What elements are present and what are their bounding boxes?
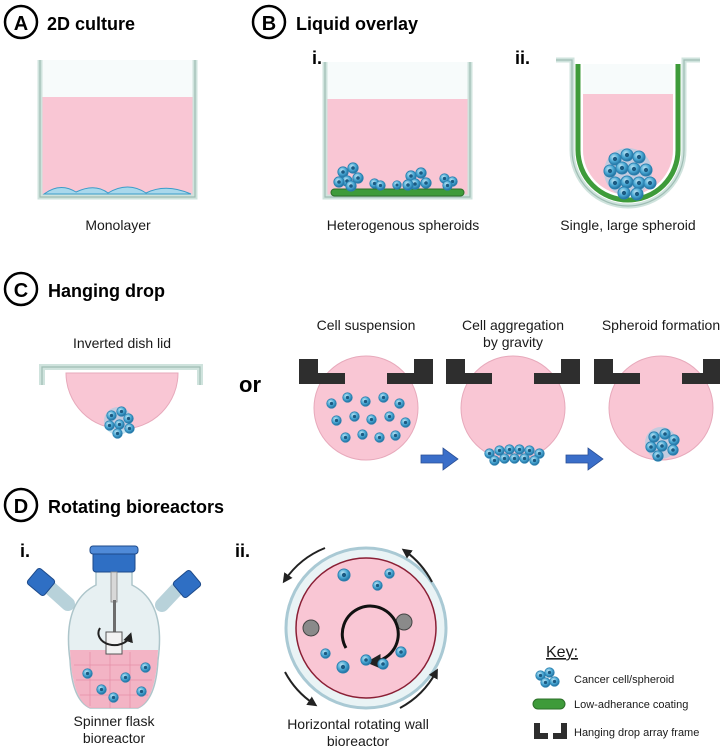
step2-label-line1: Cell aggregation bbox=[462, 317, 564, 333]
key-title: Key: bbox=[546, 644, 578, 661]
flask-medium bbox=[70, 650, 158, 708]
panel-c: C Hanging drop Inverted dish lid or Cell… bbox=[3, 271, 720, 471]
stirrer-shaft bbox=[113, 600, 116, 636]
array-frame-right bbox=[682, 359, 720, 384]
step1-label: Cell suspension bbox=[317, 317, 416, 333]
spinner-flask bbox=[26, 545, 202, 709]
panel-b-badge bbox=[251, 4, 287, 40]
key-label: Cancer cell/spheroid bbox=[574, 674, 674, 686]
large-spheroid bbox=[603, 148, 657, 201]
panel-a: A 2D culture Monolayer bbox=[3, 4, 198, 233]
flask-side-arm-right bbox=[155, 581, 185, 612]
flask-side-arm-left bbox=[41, 579, 75, 611]
well-wall-edge bbox=[556, 59, 700, 207]
panel-a-badge bbox=[3, 4, 39, 40]
key-item-frame: Hanging drop array frame bbox=[534, 723, 699, 739]
array-frame-left bbox=[446, 359, 492, 384]
well-wall-edge bbox=[39, 60, 196, 198]
flask-cap-top bbox=[89, 545, 139, 555]
panel-c-letter: C bbox=[14, 280, 28, 302]
coating-icon bbox=[532, 698, 566, 710]
panel-d-badge bbox=[3, 487, 39, 523]
formed-spheroid bbox=[645, 427, 680, 462]
low-adherence-coating bbox=[575, 64, 681, 203]
rotation-arrow-outer-3 bbox=[284, 671, 318, 707]
port-left bbox=[302, 619, 320, 637]
spinner-label-line2: bioreactor bbox=[83, 730, 146, 746]
u-bottom-well bbox=[556, 57, 700, 209]
rotation-arrow-outer-2 bbox=[401, 548, 433, 583]
rwv-label-line1: Horizontal rotating wall bbox=[287, 716, 429, 732]
rwv-label-line2: bioreactor bbox=[327, 733, 390, 749]
array-frame-right bbox=[387, 359, 433, 384]
rotation-arrow-outer-4 bbox=[399, 668, 438, 709]
inverted-dish-lid bbox=[39, 364, 203, 439]
rotation-arrow-icon bbox=[340, 604, 400, 669]
heterogenous-label: Heterogenous spheroids bbox=[327, 217, 480, 233]
drop bbox=[460, 355, 566, 461]
step2-label-line2: by gravity bbox=[483, 334, 543, 350]
panel-d-title: Rotating bioreactors bbox=[48, 497, 224, 517]
panel-a-letter: A bbox=[14, 13, 28, 35]
key-item-cancer-cell: Cancer cell/spheroid bbox=[535, 667, 674, 688]
panel-d: D Rotating bioreactors i. bbox=[3, 487, 448, 749]
array-frame-left bbox=[299, 359, 345, 384]
panel-c-badge bbox=[3, 271, 39, 307]
key-item-coating: Low-adherance coating bbox=[532, 698, 688, 711]
stirrer-housing bbox=[110, 571, 118, 603]
or-text: or bbox=[239, 372, 261, 397]
lid-edge bbox=[41, 366, 201, 385]
hanging-drop-step2 bbox=[446, 355, 580, 466]
panel-b-letter: B bbox=[262, 13, 276, 35]
culture-well bbox=[37, 60, 198, 200]
panel-b-sub-i: i. bbox=[312, 48, 322, 68]
culture-chamber bbox=[295, 557, 437, 699]
panel-c-title: Hanging drop bbox=[48, 281, 165, 301]
array-frame-icon bbox=[534, 723, 567, 739]
rotating-wall-bioreactor bbox=[282, 546, 448, 710]
step3-label: Spheroid formation bbox=[602, 317, 720, 333]
liquid-overlay-well bbox=[322, 62, 473, 200]
side-cap-left bbox=[26, 567, 56, 597]
panel-a-title: 2D culture bbox=[47, 14, 135, 34]
single-cell bbox=[392, 180, 402, 190]
key-label: Low-adherance coating bbox=[574, 699, 688, 711]
hanging-drop-step3 bbox=[594, 355, 720, 462]
stirrer-paddle bbox=[105, 631, 123, 655]
panel-b-sub-ii: ii. bbox=[515, 48, 530, 68]
cancer-cell-icon bbox=[535, 667, 560, 688]
well-medium bbox=[40, 97, 195, 197]
single-spheroid-label: Single, large spheroid bbox=[560, 217, 695, 233]
panel-d-sub-ii: ii. bbox=[235, 541, 250, 561]
monolayer-label: Monolayer bbox=[85, 217, 151, 233]
hanging-drop-step1 bbox=[299, 355, 433, 461]
array-frame-left bbox=[594, 359, 640, 384]
panel-b: B Liquid overlay i. bbox=[251, 4, 700, 233]
arrow-step2-to-step3 bbox=[565, 447, 604, 471]
dish-lid-label: Inverted dish lid bbox=[73, 335, 171, 351]
array-frame-right bbox=[534, 359, 580, 384]
drop-spheroid bbox=[104, 406, 135, 439]
panel-d-sub-i: i. bbox=[20, 541, 30, 561]
panel-b-title: Liquid overlay bbox=[296, 14, 418, 34]
rotation-arrow-icon bbox=[97, 627, 133, 647]
well-wall-edge bbox=[324, 62, 471, 198]
monolayer-cells bbox=[42, 186, 192, 195]
key-label: Hanging drop array frame bbox=[574, 727, 699, 739]
side-cap-right bbox=[172, 569, 202, 599]
rotation-arrow-outer-1 bbox=[282, 547, 326, 584]
spinner-label-line1: Spinner flask bbox=[74, 713, 156, 729]
arrow-step1-to-step2 bbox=[420, 447, 459, 471]
panel-d-letter: D bbox=[14, 496, 28, 518]
key: Key: Cancer cell/spheroid Low-adherance … bbox=[532, 644, 699, 739]
